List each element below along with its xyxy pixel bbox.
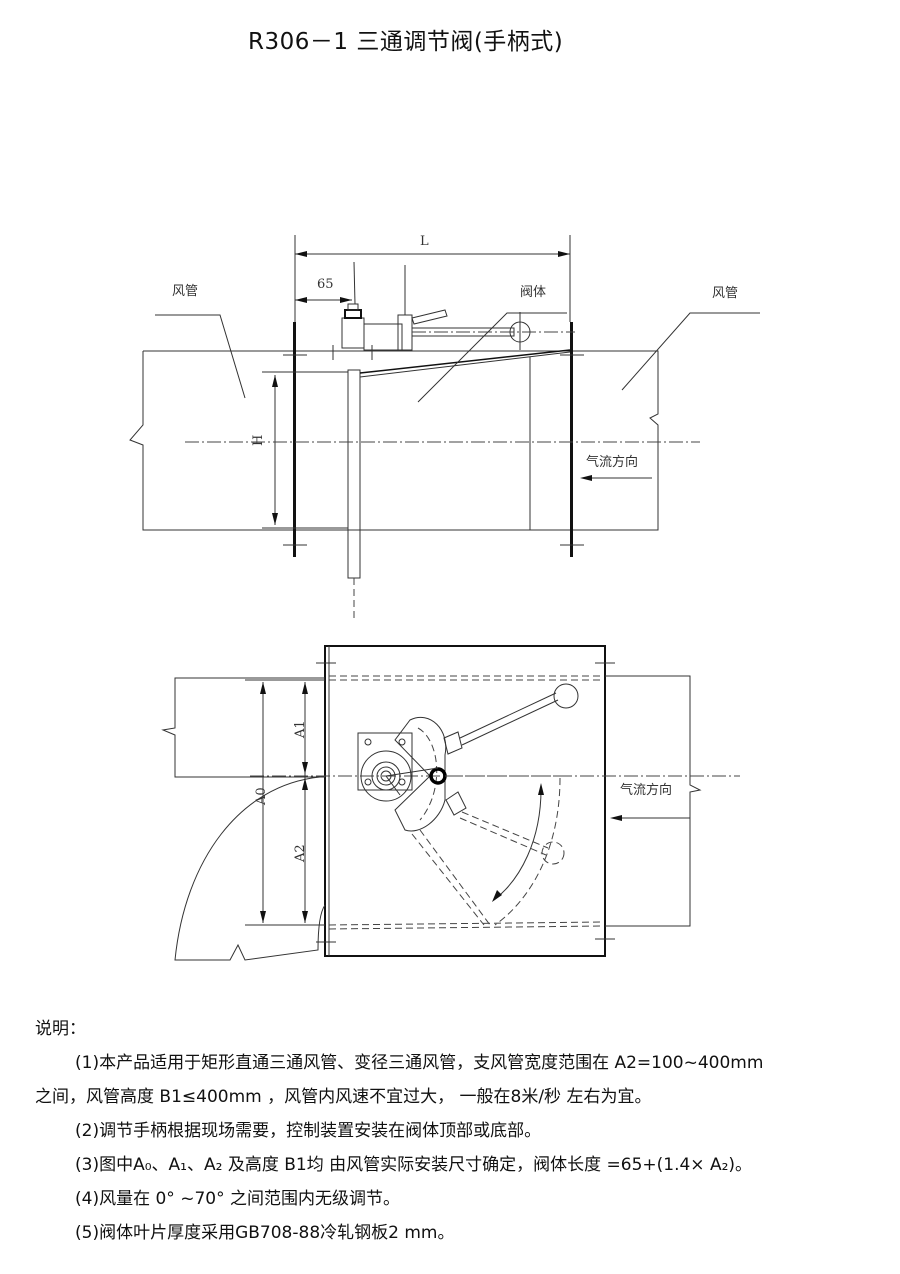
label-duct-right: 风管: [712, 286, 738, 301]
handle-mechanism: [332, 261, 575, 360]
duct-outline: [129, 350, 659, 531]
notes-heading: 说明：: [35, 1019, 86, 1039]
dim-A0-label: A0: [254, 787, 269, 806]
flange-left: [293, 322, 296, 557]
main-duct-right: [605, 675, 702, 927]
valve-body-box: [324, 645, 606, 957]
dim-H-label: H: [251, 435, 266, 446]
label-airflow-direction: 气流方向: [586, 454, 638, 470]
note-item: (1)本产品适用于矩形直通三通风管、变径三通风管，支风管宽度范围在 A2=100…: [75, 1053, 764, 1073]
label-duct-left: 风管: [172, 284, 198, 299]
valve-blade: [359, 349, 571, 374]
label-airflow-direction-plan: 气流方向: [620, 782, 672, 798]
plan-view: A0 A1 A2 气流方向: [161, 645, 740, 961]
side-view: L 65 H 风管 阀体 风管 气流方向: [129, 234, 760, 620]
handle-quadrant: [357, 683, 579, 926]
note-item: (2)调节手柄根据现场需要，控制装置安装在阀体顶部或底部。: [75, 1121, 542, 1141]
note-item: (5)阀体叶片厚度采用GB708-88冷轧钢板2 mm。: [75, 1223, 455, 1243]
note-item: 之间，风管高度 B1≤400mm ，风管内风速不宜过大， 一般在8米/秒 左右为…: [35, 1087, 652, 1107]
notes-section: 说明： (1)本产品适用于矩形直通三通风管、变径三通风管，支风管宽度范围在 A2…: [35, 1012, 885, 1250]
note-item: (3)图中A₀、A₁、A₂ 及高度 B1均 由风管实际安装尺寸确定，阀体长度 =…: [75, 1155, 753, 1175]
drawing-title: R306－1 三通调节阀(手柄式): [248, 29, 564, 55]
dim-L-label: L: [420, 234, 429, 249]
valve-shaft: [347, 369, 361, 579]
flange-right: [570, 322, 573, 557]
dim-A2-label: A2: [293, 844, 308, 863]
note-item: (4)风量在 0° ~70° 之间范围内无级调节。: [75, 1189, 400, 1209]
rotation-arrow: [493, 784, 542, 901]
branch-duct-elbow: [174, 776, 326, 961]
main-duct-left: [161, 677, 325, 778]
dim-A1-label: A1: [293, 720, 308, 739]
dim-65-label: 65: [317, 277, 334, 292]
label-valve-body: 阀体: [520, 285, 546, 300]
